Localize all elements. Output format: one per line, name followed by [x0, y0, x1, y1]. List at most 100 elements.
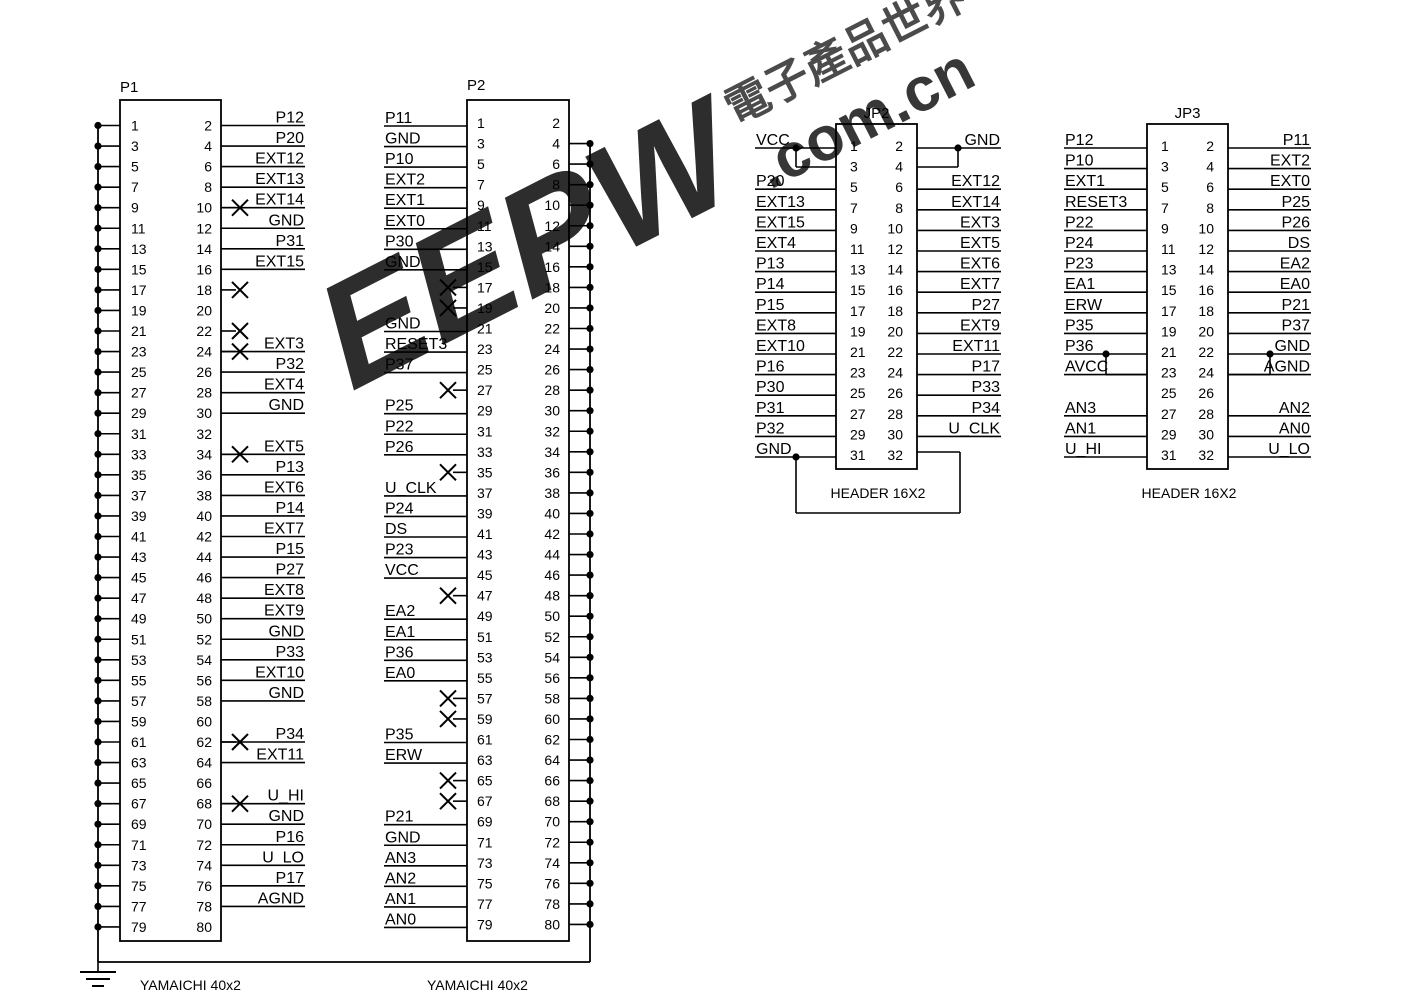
p2-pin-number: 67: [477, 793, 493, 809]
p2-net-label: AN3: [385, 850, 416, 867]
jp2-right-label: EXT9: [960, 317, 1000, 334]
p1-pin-number: 37: [131, 487, 147, 503]
p2-pin-number: 50: [544, 608, 560, 624]
p2-pin-number: 61: [477, 732, 493, 748]
p2-pin-number: 48: [544, 588, 560, 604]
p2-no-connect-mark: [439, 463, 457, 482]
p2-net-label: DS: [385, 521, 407, 538]
p1-pin-number: 66: [196, 775, 212, 791]
p1-pin-number: 3: [131, 138, 139, 154]
p2-ground-junction: [586, 160, 594, 168]
p1-pin-number: 74: [196, 857, 212, 873]
p2-pin-number: 15: [477, 259, 493, 275]
p2-pin-number: 26: [544, 362, 560, 378]
p2-pin-number: 5: [477, 156, 485, 172]
p1-no-connect-mark: [231, 281, 249, 299]
p1-no-connect-mark: [231, 198, 249, 217]
p1-pin-number: 7: [131, 179, 139, 195]
p1-pin-number: 13: [131, 241, 147, 257]
p2-net-label: P21: [385, 809, 414, 826]
jp3-pin-number: 1: [1161, 138, 1169, 154]
jp3-pin-number: 20: [1198, 323, 1214, 339]
jp2-right-label: EXT7: [960, 276, 1000, 293]
p1-pin-number: 8: [204, 179, 212, 195]
jp3-pin-number: 31: [1161, 447, 1177, 463]
jp3-right-label: U_LO: [1268, 441, 1310, 458]
p1-pin-number: 45: [131, 570, 147, 586]
p1-net-label: EXT3: [264, 336, 304, 353]
p2-pin-number: 49: [477, 608, 493, 624]
p1-pin-number: 6: [204, 159, 212, 175]
p2-net-label: GND: [385, 254, 421, 271]
p2-net-label: P36: [385, 644, 414, 661]
p1-ground-junction: [94, 820, 102, 828]
p1-pin-number: 2: [204, 118, 212, 134]
p2-pin-number: 30: [544, 403, 560, 419]
jp3-right-label: EXT0: [1270, 173, 1310, 190]
jp3-ref-label: JP3: [1175, 105, 1201, 122]
p2-pin-number: 46: [544, 567, 560, 583]
jp3-pin-number: 14: [1198, 262, 1214, 278]
p1-pin-number: 15: [131, 261, 147, 277]
p2-pin-number: 32: [544, 423, 560, 439]
p2-pin-number: 71: [477, 834, 493, 850]
p2-net-label: EXT0: [385, 213, 425, 230]
p1-pin-number: 32: [196, 426, 212, 442]
p1-no-connect-mark: [231, 322, 249, 340]
p2-pin-number: 64: [544, 752, 560, 768]
p2-no-connect-mark: [439, 381, 457, 399]
p1-net-label: EXT14: [255, 192, 304, 209]
p2-net-label: RESET3: [385, 336, 447, 353]
p2-ground-junction: [586, 304, 594, 312]
p2-net-label: P35: [385, 727, 414, 744]
p2-ground-junction: [586, 777, 594, 785]
p1-ground-junction: [94, 224, 102, 232]
p1-pin-number: 34: [196, 446, 212, 462]
p1-pin-number: 4: [204, 138, 212, 154]
jp2-pin-number: 27: [850, 406, 866, 422]
no-connect-stroke: [439, 278, 457, 297]
p2-ground-junction: [586, 838, 594, 846]
p1-ground-junction: [94, 758, 102, 767]
p1-pin-number: 78: [196, 898, 212, 914]
p1-net-label: EXT8: [264, 582, 304, 599]
jp2-left-label: P14: [756, 276, 785, 293]
p2-pin-number: 36: [544, 464, 560, 480]
jp2-body: [835, 123, 918, 470]
p1-pin-number: 51: [131, 631, 147, 647]
p1-net-label: EXT13: [255, 171, 304, 188]
p2-pin-number: 21: [477, 321, 493, 337]
p1-net-label: EXT10: [255, 664, 304, 681]
p1-ground-junction: [94, 635, 102, 643]
p2-ref-label: P2: [467, 77, 485, 94]
no-connect-stroke: [439, 792, 457, 810]
p1-net-label: U_LO: [262, 849, 304, 866]
p2-pin-number: 57: [477, 690, 493, 706]
p1-pin-number: 65: [131, 775, 147, 791]
jp2-right-label: U_CLK: [948, 420, 1000, 437]
jp3-pin-number: 11: [1161, 241, 1176, 257]
p2-pin-number: 29: [477, 403, 493, 419]
p2-ground-junction: [586, 283, 594, 291]
p2-pin-number: 53: [477, 649, 493, 665]
p1-pin-number: 1: [131, 118, 139, 134]
jp2-pin-number: 20: [887, 323, 903, 339]
p1-ground-junction: [94, 142, 102, 150]
p2-ground-junction: [586, 674, 594, 682]
jp2-left-label: P15: [756, 297, 785, 314]
jp3-pin-number: 18: [1198, 303, 1214, 319]
p1-net-label: P27: [276, 562, 305, 579]
p2-ground-junction: [586, 797, 594, 805]
p2-pin-number: 80: [544, 916, 560, 932]
p1-body: [119, 99, 222, 942]
p2-net-label: P10: [385, 151, 414, 168]
p2-ground-junction: [586, 633, 594, 641]
jp2-pin-number: 22: [887, 344, 903, 360]
p1-ground-junction: [94, 204, 102, 212]
p1-pin-number: 28: [196, 385, 212, 401]
p1-ground-junction: [94, 738, 102, 746]
jp3-pin-number: 32: [1198, 447, 1214, 463]
jp3-left-label: AN3: [1065, 400, 1096, 417]
p2-ground-junction: [586, 550, 594, 559]
